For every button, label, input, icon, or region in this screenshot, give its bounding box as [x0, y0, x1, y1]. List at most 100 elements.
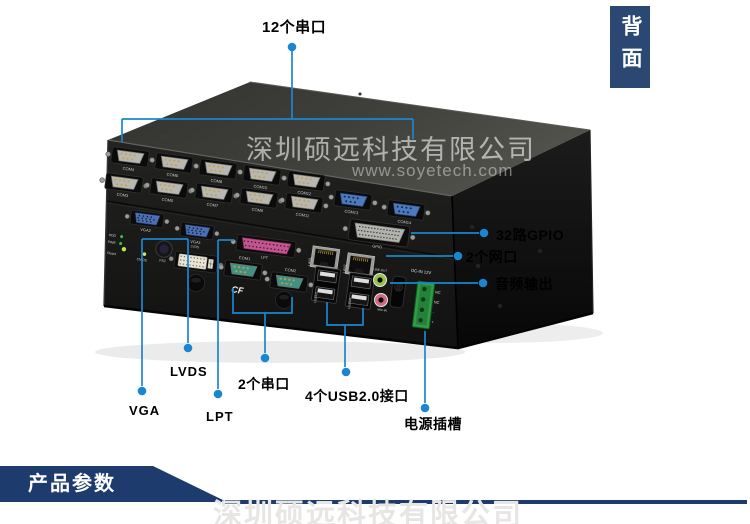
callout-label-power: 电源插槽 — [404, 416, 462, 432]
port-com1: COM1 — [216, 255, 270, 283]
port-label: COM1 — [239, 255, 252, 262]
port-vga2: VGA2 — [123, 208, 171, 233]
callout-dot-audio — [478, 278, 488, 288]
callout-label-lpt: LPT — [206, 409, 234, 424]
port-com12: COM12 — [279, 168, 333, 197]
callout-line-lpt — [217, 239, 234, 389]
lan2-label: LAN2 — [342, 264, 347, 273]
port-label: COM11 — [295, 212, 310, 219]
callout-label-usb: 4个USB2.0接口 — [305, 388, 409, 404]
callout-label-audio: 音频输出 — [495, 276, 553, 292]
section-divider-line — [225, 500, 747, 504]
port-label: COM8 — [210, 178, 223, 185]
port-lineout — [373, 273, 387, 287]
thumbscrew-knob — [274, 290, 294, 310]
port-label: VGA1 — [190, 239, 202, 245]
port-label: COM7 — [206, 202, 219, 209]
callout-lines — [121, 51, 479, 403]
watermark-company: 深圳硕远科技有限公司 — [246, 135, 536, 165]
callout-dot-gpio — [479, 228, 489, 238]
port-label: PS2 — [159, 258, 166, 263]
section-banner-label: 产品参数 — [28, 473, 116, 495]
terminal-label: NC — [434, 300, 440, 305]
micin-label: MIC-IN — [377, 307, 387, 312]
port-lpt: LPT — [229, 232, 303, 260]
callout-label-lan: 2个网口 — [466, 249, 518, 265]
port-label: COM13 — [344, 209, 359, 216]
pwr-led — [119, 242, 123, 246]
port-com3: COM3 — [97, 170, 151, 199]
port-com2: COM2 — [262, 267, 316, 295]
callout-label-serial12: 12个串口 — [262, 19, 327, 36]
callout-label-vga: VGA — [129, 403, 161, 418]
port-gpio: GPIO — [340, 217, 418, 250]
port-micin — [374, 293, 388, 307]
back-view-tab-label: 背面 — [619, 15, 642, 79]
port-label: LPT — [261, 254, 269, 260]
screw — [538, 249, 542, 253]
port-com6: COM6 — [147, 150, 201, 178]
callout-dot-vga — [137, 386, 147, 396]
callout-dot-serial12 — [287, 42, 297, 52]
callout-label-lvds: LVDS — [170, 364, 208, 379]
lineout-label: LINE-OUT — [373, 267, 388, 273]
reset-led — [121, 247, 127, 252]
port-label: COM5 — [161, 197, 174, 204]
callout-line-vga — [141, 238, 188, 386]
usb34-label: USB3/4 — [347, 297, 353, 309]
callout-dot-lvds — [183, 343, 193, 353]
port-lan1 — [309, 245, 341, 271]
port-com14: COM14 — [379, 197, 433, 226]
hdd-led — [120, 235, 124, 239]
watermark-company-bottom: 深圳硕远科技有限公司 — [213, 499, 524, 524]
port-com13: COM13 — [326, 187, 380, 216]
port-label: COM14 — [397, 219, 412, 226]
screw — [161, 134, 165, 138]
port-label: VGA2 — [140, 227, 152, 233]
pwr-led-label: PWR — [107, 240, 116, 245]
screw — [358, 92, 362, 96]
port-label: COM2 — [285, 267, 298, 274]
callout-label-serial2: 2个串口 — [238, 376, 290, 392]
power-switch — [389, 275, 407, 309]
callout-dot-serial2 — [260, 353, 270, 363]
port-label: COM12 — [297, 190, 312, 197]
port-label: COM4 — [122, 166, 135, 173]
callout-dots — [137, 42, 489, 413]
port-com10: COM10 — [235, 162, 289, 191]
reset-label: Reset — [107, 251, 116, 256]
terminal-label: NC — [435, 290, 441, 295]
power-terminal-block: NC NC - + — [411, 280, 441, 330]
chassis-right-face — [452, 130, 593, 348]
callout-line-serial12 — [121, 51, 414, 142]
port-com11: COM11 — [277, 190, 331, 219]
chassis-top-face — [108, 82, 590, 196]
callout-label-gpio: 32路GPIO — [496, 227, 565, 243]
port-label: COM3 — [116, 192, 129, 199]
screw — [476, 264, 480, 268]
usb12-label: USB1/2 — [313, 291, 319, 303]
port-com8: COM8 — [191, 156, 245, 185]
port-label: COM10 — [253, 184, 268, 191]
port-label: LVDS — [190, 244, 200, 249]
dcin-label: DC-IN 12V — [411, 268, 432, 275]
screw — [498, 304, 502, 308]
port-label: COM9 — [251, 207, 264, 214]
callout-line-serial2 — [232, 288, 293, 353]
terminal-label: + — [431, 320, 434, 324]
port-label: GPIO — [372, 243, 383, 249]
callout-dot-lpt — [213, 389, 223, 399]
cmos-led — [142, 252, 147, 256]
watermark-website: www.soyetech.com — [352, 161, 514, 180]
hdd-led-label: HDD — [108, 233, 116, 238]
callout-dot-power — [420, 403, 430, 413]
callout-dot-usb — [341, 367, 351, 377]
port-com9: COM9 — [232, 185, 286, 214]
port-vga1-lvds: VGA1 LVDS — [173, 220, 221, 250]
screw — [470, 225, 474, 229]
cf-logo: CF — [231, 284, 245, 296]
lan1-label: LAN1 — [307, 257, 312, 266]
callout-line-usb — [326, 302, 364, 367]
